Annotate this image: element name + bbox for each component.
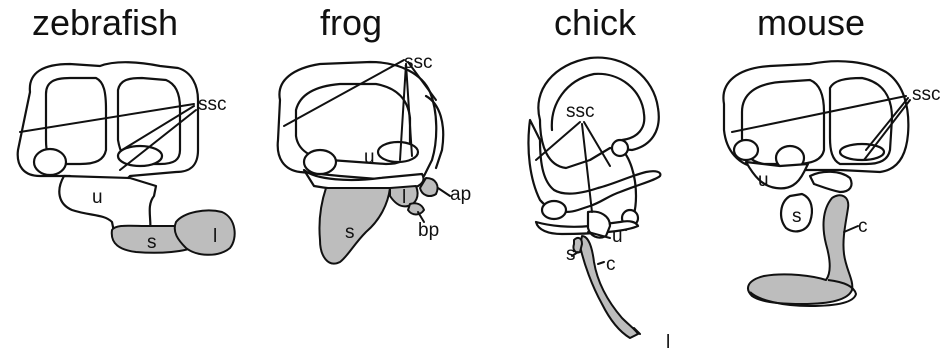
label-s-frog: s bbox=[345, 222, 355, 243]
mouse-utricle bbox=[746, 162, 808, 188]
frog-semicircular-canals bbox=[278, 62, 444, 180]
mouse-endolymphatic-duct bbox=[810, 172, 852, 192]
zebrafish-ear-drawing: ssc u s l bbox=[0, 0, 240, 351]
label-u-mouse: u bbox=[758, 170, 769, 191]
label-s-zebrafish: s bbox=[147, 232, 157, 253]
label-ssc-zebrafish: ssc bbox=[198, 94, 227, 115]
mouse-c-leader bbox=[844, 226, 858, 232]
frog-saccule bbox=[319, 188, 390, 264]
panel-chick: chick ssc bbox=[470, 0, 690, 351]
panel-zebrafish: zebrafish ssc u s l bbox=[0, 0, 240, 351]
label-ssc-chick: ssc bbox=[566, 101, 595, 122]
chick-ampulla-top bbox=[612, 140, 628, 156]
label-ap-frog: ap bbox=[450, 184, 471, 205]
label-s-mouse: s bbox=[792, 206, 802, 227]
mouse-ear-drawing: ssc u s c bbox=[690, 0, 948, 351]
mouse-ampulla-left bbox=[734, 140, 758, 160]
label-ssc-frog: ssc bbox=[404, 52, 433, 73]
label-l-chick: l bbox=[666, 332, 670, 351]
label-l-zebrafish: l bbox=[213, 226, 217, 247]
panel-frog: frog ssc u l bbox=[240, 0, 470, 351]
label-ssc-mouse: ssc bbox=[912, 84, 941, 105]
chick-cochlear-duct bbox=[580, 236, 638, 338]
label-bp-frog: bp bbox=[418, 220, 439, 241]
label-c-chick: c bbox=[606, 254, 616, 275]
chick-ear-drawing: ssc u s c l bbox=[470, 0, 690, 351]
frog-ap-leader bbox=[438, 188, 450, 196]
chick-ampulla-bottom-left bbox=[542, 201, 566, 219]
chick-semicircular-canals bbox=[528, 58, 660, 230]
label-s-chick: s bbox=[566, 244, 576, 265]
zebrafish-utricle bbox=[59, 176, 156, 232]
label-u-zebrafish: u bbox=[92, 187, 103, 208]
frog-ear-drawing: ssc u l ap bp s bbox=[240, 0, 470, 351]
zebrafish-semicircular-canals bbox=[18, 62, 198, 186]
label-c-mouse: c bbox=[858, 216, 868, 237]
label-u-chick: u bbox=[612, 226, 623, 247]
mouse-semicircular-canals bbox=[723, 61, 908, 172]
label-u-frog: u bbox=[364, 147, 375, 168]
chick-c-leader bbox=[598, 262, 604, 264]
frog-ampulla-left bbox=[304, 150, 336, 174]
mouse-ampulla-right bbox=[840, 144, 884, 160]
zebrafish-ampulla-left bbox=[34, 149, 66, 175]
panel-mouse: mouse ssc u s c bbox=[690, 0, 948, 351]
frog-basilar-papilla bbox=[408, 203, 424, 214]
label-l-frog: l bbox=[402, 187, 406, 208]
